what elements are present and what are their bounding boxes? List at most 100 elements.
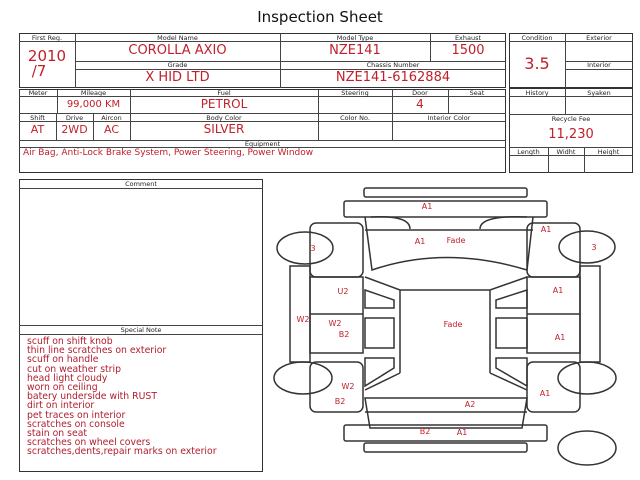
- damage-mark: Fade: [444, 320, 463, 329]
- damage-mark: A1: [415, 237, 426, 246]
- spare-tire: [557, 430, 617, 466]
- note-item: scratches on wheel covers: [27, 437, 151, 449]
- equipment: Air Bag, Anti-Lock Brake System, Power S…: [23, 148, 314, 158]
- condition-label: Condition: [521, 34, 553, 42]
- first-reg-year: 2010: [27, 47, 67, 65]
- model-name-label: Model Name: [157, 34, 198, 42]
- history-block: [509, 88, 633, 173]
- damage-mark: A2: [465, 400, 476, 409]
- syaken-label: Syaken: [587, 89, 611, 97]
- exhaust: 1500: [451, 43, 485, 58]
- damage-mark: A1: [457, 428, 468, 437]
- damage-mark: B2: [420, 427, 431, 436]
- damage-mark: A1: [540, 389, 551, 398]
- shift: AT: [30, 123, 45, 136]
- note-item: thin line scratches on exterior: [27, 345, 167, 357]
- damage-mark: 3: [310, 244, 315, 253]
- damage-mark: A1: [555, 333, 566, 342]
- right-rear-wheel: [557, 361, 617, 395]
- right-doors: [526, 276, 581, 354]
- hood: [364, 216, 534, 272]
- note-item: stain on seat: [27, 428, 88, 440]
- damage-mark: 3: [591, 243, 596, 252]
- model-type: NZE141: [329, 43, 381, 58]
- width-label: Widht: [556, 148, 576, 156]
- specs-block: [19, 89, 506, 173]
- special-notes-list: scuff on shift knob thin line scratches …: [27, 337, 217, 457]
- recycle-fee: 11,230: [548, 127, 594, 142]
- door-label: Door: [412, 89, 428, 97]
- damage-mark: Fade: [447, 236, 466, 245]
- note-item: scratches on console: [27, 418, 125, 430]
- note-item: pet traces on interior: [27, 409, 126, 421]
- drive: 2WD: [61, 123, 88, 136]
- first-reg-label: First Reg.: [31, 34, 63, 42]
- note-item: batery underside with RUST: [27, 391, 157, 403]
- drive-label: Drive: [65, 114, 84, 122]
- damage-mark: A1: [422, 202, 433, 211]
- length-label: Length: [517, 148, 540, 156]
- grade: X HID LTD: [145, 70, 210, 85]
- note-item: worn on ceiling: [27, 382, 98, 394]
- trunk: [364, 397, 528, 429]
- model-type-label: Model Type: [336, 34, 374, 42]
- color-no-label: Color No.: [340, 114, 370, 122]
- left-front-wheel: [276, 231, 334, 265]
- grade-label: Grade: [167, 61, 188, 69]
- vehicle-info-block: [19, 33, 506, 88]
- seat-label: Seat: [469, 89, 485, 97]
- condition-grade: 3.5: [524, 54, 550, 73]
- interior-color-label: Interior Color: [427, 114, 471, 122]
- front-bumper: [343, 200, 548, 218]
- height-label: Height: [597, 148, 620, 156]
- right-front-fender: [526, 222, 581, 278]
- damage-mark: U2: [338, 287, 349, 296]
- note-item: head light cloudy: [27, 372, 108, 384]
- note-item: scuff on shift knob: [27, 336, 113, 347]
- note-item: dirt on interior: [27, 400, 95, 412]
- rear-bumper: [343, 424, 548, 442]
- meter-label: Meter: [28, 89, 48, 97]
- cabin: [364, 276, 528, 391]
- special-note-label: Special Note: [120, 326, 162, 334]
- damage-mark: A1: [541, 225, 552, 234]
- note-item: scratches,dents,repair marks on exterior: [27, 446, 217, 458]
- mileage: 99,000 KM: [66, 99, 121, 110]
- body-color-label: Body Color: [206, 114, 242, 122]
- model-name: COROLLA AXIO: [128, 43, 227, 58]
- note-item: cut on weather strip: [27, 363, 121, 375]
- fuel: PETROL: [200, 97, 248, 111]
- steering-label: Steering: [341, 89, 369, 97]
- front-bumper-strip: [363, 187, 528, 198]
- damage-mark: W2: [329, 319, 342, 328]
- recycle-fee-label: Recycle Fee: [551, 115, 591, 123]
- comment-label: Comment: [125, 180, 157, 188]
- note-item: scuff on handle: [27, 354, 99, 366]
- chassis-label: Chassis Number: [366, 61, 420, 69]
- damage-mark: B2: [339, 330, 350, 339]
- rear-bumper-strip: [363, 442, 528, 453]
- damage-mark: W2: [297, 315, 310, 324]
- damage-mark: B2: [335, 397, 346, 406]
- chassis-number: NZE141-6162884: [335, 70, 451, 85]
- mileage-label: Mileage: [80, 89, 107, 97]
- left-rear-wheel: [273, 361, 333, 395]
- body-color: SILVER: [203, 122, 245, 136]
- exhaust-label: Exhaust: [454, 34, 482, 42]
- right-rear-fender: [526, 361, 581, 413]
- aircon-label: Aircon: [101, 114, 122, 122]
- right-side-sill: [579, 265, 601, 363]
- condition-block: [509, 33, 633, 88]
- left-rear-fender: [309, 361, 364, 413]
- equipment-label: Equipment: [244, 140, 281, 148]
- left-doors: [309, 276, 364, 354]
- damage-mark: A1: [553, 286, 564, 295]
- shift-label: Shift: [30, 114, 45, 122]
- history-label: History: [525, 89, 549, 97]
- door: 4: [416, 97, 424, 111]
- aircon: AC: [103, 123, 119, 136]
- page-title: Inspection Sheet: [257, 8, 383, 26]
- first-reg-month: /7: [31, 62, 47, 80]
- fuel-label: Fuel: [217, 89, 231, 97]
